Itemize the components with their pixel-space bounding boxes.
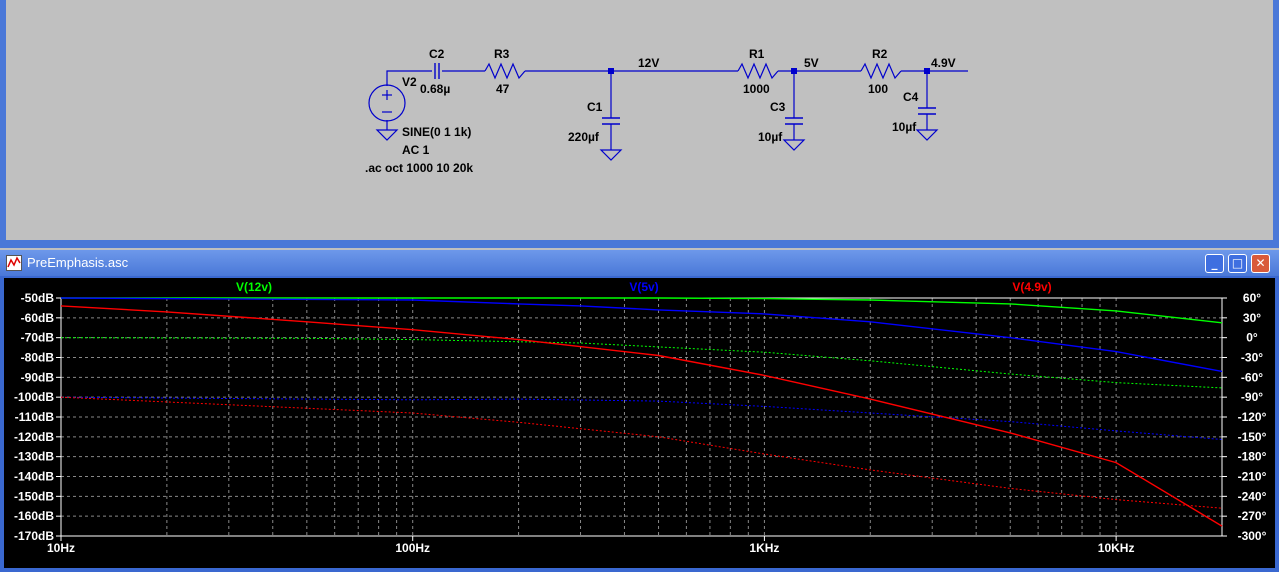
- window-title: PreEmphasis.asc: [27, 255, 129, 270]
- y2-tick-label: -300°: [1238, 529, 1267, 543]
- label-r3: R3: [494, 47, 510, 61]
- y-tick-label: -100dB: [14, 390, 54, 404]
- legend-entry[interactable]: V(5v): [629, 280, 658, 294]
- label-v2-sine: SINE(0 1 1k): [402, 125, 471, 139]
- label-c2: C2: [429, 47, 445, 61]
- series-magnitude-line[interactable]: [61, 297, 1223, 324]
- label-c4-value: 10µf: [892, 120, 917, 134]
- schematic-drawing: C2 0.68µ V2 SINE(0 1 1k) AC 1 .ac oct 10…: [365, 47, 968, 175]
- junction-dot: [791, 68, 797, 74]
- series-phase-line[interactable]: [60, 337, 1223, 389]
- net-label-12v: 12V: [638, 56, 659, 70]
- spice-directive[interactable]: .ac oct 1000 10 20k: [365, 161, 473, 175]
- waveform-window: PreEmphasis.asc _ □ ✕ -50dB -60dB -70dB -80…: [0, 250, 1279, 572]
- y-tick-label: -90dB: [21, 370, 55, 384]
- y-tick-label: -170dB: [14, 529, 54, 543]
- ground-icon: [599, 149, 623, 161]
- capacitor-c4[interactable]: [918, 107, 936, 115]
- y2-tick-label: -270°: [1238, 509, 1267, 523]
- y2-tick-label: 0°: [1246, 331, 1258, 345]
- y-tick-label: -70dB: [21, 331, 55, 345]
- x-tick-label: 10Hz: [47, 541, 75, 555]
- x-tick-label: 1KHz: [749, 541, 779, 555]
- capacitor-c2[interactable]: [434, 63, 440, 79]
- legend-entry[interactable]: V(12v): [236, 280, 272, 294]
- y2-tick-label: 30°: [1243, 311, 1261, 325]
- close-button[interactable]: ✕: [1251, 254, 1270, 273]
- legend-entry[interactable]: V(4.9v): [1012, 280, 1051, 294]
- series-magnitude-line[interactable]: [60, 305, 1223, 527]
- bode-plot[interactable]: -50dB -60dB -70dB -80dB -90dB -100dB -110dB -12…: [4, 278, 1275, 568]
- capacitor-c1[interactable]: [602, 117, 620, 125]
- resistor-r1[interactable]: [737, 62, 779, 80]
- junction-dot: [924, 68, 930, 74]
- label-c2-value: 0.68µ: [420, 82, 450, 96]
- label-c1: C1: [587, 100, 603, 114]
- schematic-canvas[interactable]: C2 0.68µ V2 SINE(0 1 1k) AC 1 .ac oct 10…: [6, 0, 1273, 240]
- junction-dot: [608, 68, 614, 74]
- y-tick-label: -160dB: [14, 509, 54, 523]
- ground-icon: [782, 139, 806, 151]
- label-v2-ac: AC 1: [402, 143, 430, 157]
- series-phase-line[interactable]: [60, 396, 1223, 509]
- label-c3: C3: [770, 100, 786, 114]
- ground-icon: [375, 129, 399, 141]
- y-tick-label: -150dB: [14, 489, 54, 503]
- resistor-r2[interactable]: [860, 62, 902, 80]
- y-tick-label: -50dB: [21, 291, 55, 305]
- y2-tick-label: -90°: [1241, 390, 1263, 404]
- y2-tick-label: -240°: [1238, 489, 1267, 503]
- window-titlebar[interactable]: PreEmphasis.asc _ □ ✕: [0, 250, 1279, 276]
- resistor-r3[interactable]: [484, 62, 526, 80]
- label-c3-value: 10µf: [758, 130, 783, 144]
- label-r2-value: 100: [868, 82, 888, 96]
- minimize-button[interactable]: _: [1205, 254, 1224, 273]
- y2-tick-label: -60°: [1241, 370, 1263, 384]
- y-tick-label: -130dB: [14, 450, 54, 464]
- y-tick-label: -80dB: [21, 351, 55, 365]
- series-magnitude-line[interactable]: [60, 297, 1223, 373]
- y2-tick-label: -210°: [1238, 470, 1267, 484]
- waveform-icon: [6, 255, 22, 271]
- y2-tick-label: 60°: [1243, 291, 1261, 305]
- maximize-button[interactable]: □: [1228, 254, 1247, 273]
- y-tick-label: -120dB: [14, 430, 54, 444]
- net-label-5v: 5V: [804, 56, 819, 70]
- label-c1-value: 220µf: [568, 130, 600, 144]
- y-tick-label: -60dB: [21, 311, 55, 325]
- y-tick-label: -140dB: [14, 470, 54, 484]
- label-r2: R2: [872, 47, 888, 61]
- label-r3-value: 47: [496, 82, 510, 96]
- y2-tick-label: -180°: [1238, 450, 1267, 464]
- y2-tick-label: -120°: [1238, 410, 1267, 424]
- net-label-4-9v: 4.9V: [931, 56, 956, 70]
- y2-tick-label: -150°: [1238, 430, 1267, 444]
- y-tick-label: -110dB: [15, 410, 55, 424]
- plot-pane[interactable]: -50dB -60dB -70dB -80dB -90dB -100dB -110dB -12…: [4, 278, 1275, 568]
- schematic-window: C2 0.68µ V2 SINE(0 1 1k) AC 1 .ac oct 10…: [0, 0, 1279, 248]
- y2-tick-label: -30°: [1241, 351, 1263, 365]
- capacitor-c3[interactable]: [785, 117, 803, 125]
- label-r1-value: 1000: [743, 82, 770, 96]
- x-tick-label: 100Hz: [395, 541, 430, 555]
- x-tick-label: 10KHz: [1098, 541, 1135, 555]
- label-v2: V2: [402, 75, 417, 89]
- series-phase-line[interactable]: [60, 396, 1223, 440]
- voltage-source-v2[interactable]: [368, 84, 406, 122]
- ground-icon: [915, 129, 939, 141]
- label-r1: R1: [749, 47, 765, 61]
- label-c4: C4: [903, 90, 919, 104]
